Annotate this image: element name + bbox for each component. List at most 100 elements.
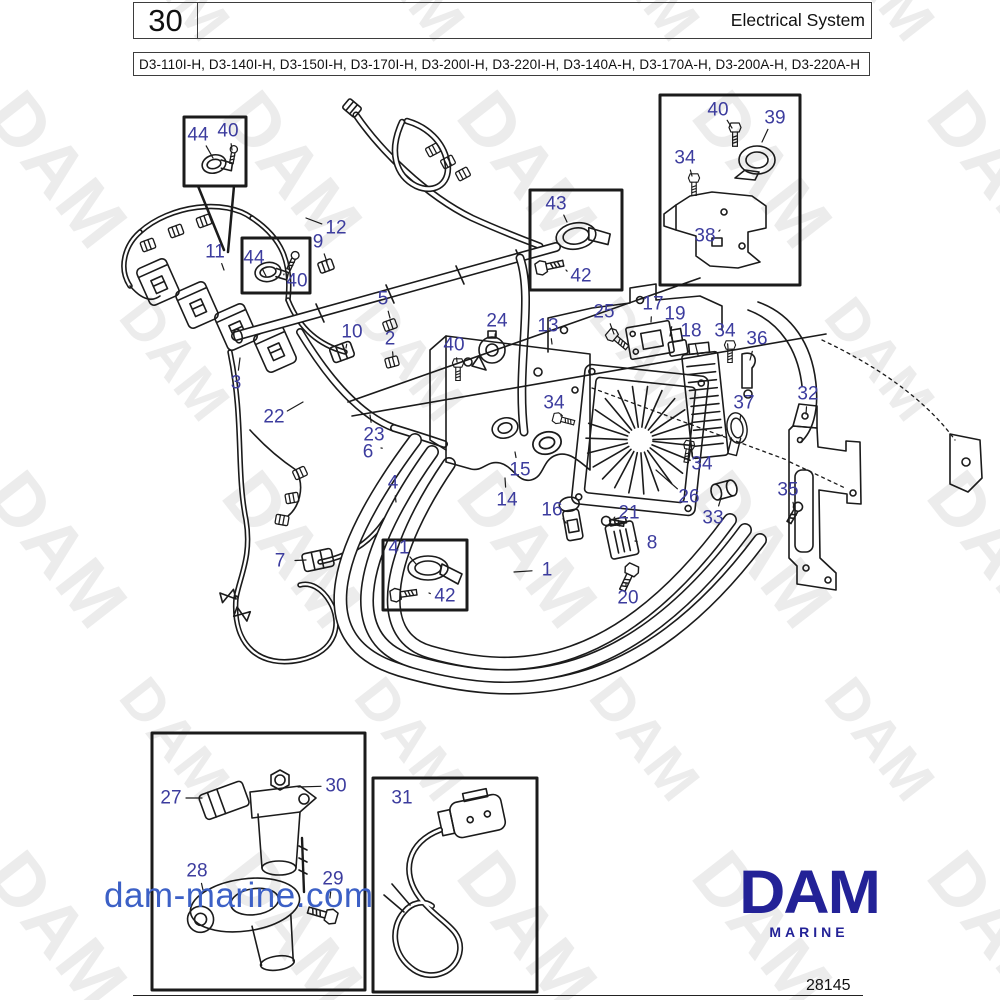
ecu-fin — [646, 449, 673, 485]
leader-line-22 — [286, 401, 304, 412]
leader-line-8 — [634, 540, 638, 543]
part-label-13: 13 — [537, 316, 558, 337]
ecu-fin — [651, 444, 691, 462]
inset-box-clamp-43-42 — [528, 188, 624, 292]
leader-line-41 — [409, 556, 417, 565]
spacer-33 — [710, 479, 738, 501]
ecu-fin — [631, 385, 640, 428]
rail-connectors — [316, 257, 401, 369]
ecu-fin — [647, 397, 676, 431]
strap-36 — [741, 352, 756, 399]
ecu-fin — [592, 445, 630, 468]
connector-7 — [301, 547, 335, 573]
connector-31 — [437, 787, 507, 839]
leader-line-34 — [689, 169, 693, 177]
page-number: 30 — [134, 3, 198, 38]
leader-line-33 — [717, 497, 722, 507]
part-label-19: 19 — [664, 304, 685, 325]
tube-highlight — [393, 828, 462, 977]
fuse-box-18 — [681, 341, 729, 460]
inset-box-clamp-44-40-b — [240, 236, 312, 295]
brand-logo-subtext: MARINE — [769, 924, 849, 940]
tube-highlight — [234, 583, 338, 663]
part-label-29: 29 — [322, 869, 343, 890]
part-label-44: 44 — [243, 248, 265, 269]
part-label-20: 20 — [617, 588, 638, 609]
part-label-22: 22 — [263, 407, 284, 428]
inset-box-clamp-41-42 — [381, 538, 469, 612]
leader-line-25 — [609, 323, 615, 335]
leader-line-4 — [394, 495, 397, 503]
part-label-16: 16 — [541, 500, 562, 521]
flange-28 — [186, 877, 301, 972]
tube-highlight — [138, 205, 254, 234]
leader-line-38 — [718, 229, 721, 232]
page-title: Electrical System — [730, 10, 865, 30]
part-label-7: 7 — [275, 551, 286, 572]
part-label-31: 31 — [391, 788, 412, 809]
part-label-40: 40 — [217, 121, 238, 142]
part-label-34: 34 — [543, 393, 565, 414]
inset-box-bracket-38 — [658, 93, 802, 287]
leader-line-37 — [739, 415, 742, 421]
leader-line-29 — [329, 891, 332, 899]
leader-line-23 — [369, 414, 372, 423]
part-label-42: 42 — [570, 266, 591, 287]
part-label-34: 34 — [691, 454, 713, 475]
ecu-fin — [613, 450, 635, 489]
part-label-36: 36 — [746, 329, 767, 350]
ecu-fin — [585, 437, 628, 441]
cable-sweep — [333, 433, 767, 695]
leader-line-36 — [749, 350, 753, 361]
leader-line-12 — [305, 217, 323, 225]
leader-line-35 — [792, 501, 795, 508]
ecu-fin — [594, 408, 631, 434]
leader-line-43 — [563, 214, 568, 223]
ecu-fin — [649, 447, 684, 475]
leader-line-10 — [345, 343, 348, 349]
leader-line-30 — [297, 785, 322, 788]
part-label-21: 21 — [618, 503, 639, 524]
tube-highlight — [517, 255, 529, 435]
inset-box-cable-31 — [371, 776, 539, 994]
part-label-6: 6 — [363, 442, 374, 463]
part-label-41: 41 — [388, 538, 409, 559]
tube-highlight — [361, 446, 751, 682]
sensor-16 — [558, 496, 584, 542]
tube-highlight — [334, 434, 766, 693]
leader-line-3 — [237, 357, 241, 371]
tube-highlight — [228, 350, 249, 600]
ecu-fin — [586, 442, 629, 454]
drawing-code: 28145 — [806, 977, 851, 994]
sensor-24 — [471, 330, 506, 371]
leader-line-32 — [805, 406, 808, 415]
relay-8 — [604, 516, 640, 560]
part-label-37: 37 — [733, 393, 754, 414]
ecu-fin — [644, 389, 663, 429]
part-label-40: 40 — [707, 100, 728, 121]
part-label-27: 27 — [160, 788, 181, 809]
sensor-27 — [198, 780, 317, 894]
leader-line-42 — [565, 269, 568, 272]
mounting-plate-32 — [591, 339, 983, 591]
header-bar: 30 Electrical System — [133, 2, 872, 39]
part-label-39: 39 — [764, 108, 785, 129]
part-label-3: 3 — [231, 373, 242, 394]
leader-line-11 — [221, 263, 225, 271]
tube-highlight — [391, 425, 447, 447]
ecu-fin — [651, 422, 693, 437]
wiring-harness — [121, 203, 388, 665]
center-bracket — [429, 335, 591, 482]
ecu-fin — [604, 397, 633, 431]
top-cable-bundle — [341, 97, 544, 250]
ecu-fin — [650, 409, 686, 434]
part-label-40: 40 — [286, 271, 307, 292]
brand-logo-text: DAM — [739, 857, 881, 927]
leader-line-42 — [428, 592, 431, 595]
part-label-5: 5 — [378, 289, 389, 310]
part-label-38: 38 — [694, 226, 715, 247]
leader-line-7 — [294, 559, 307, 562]
part-label-17: 17 — [642, 294, 663, 315]
